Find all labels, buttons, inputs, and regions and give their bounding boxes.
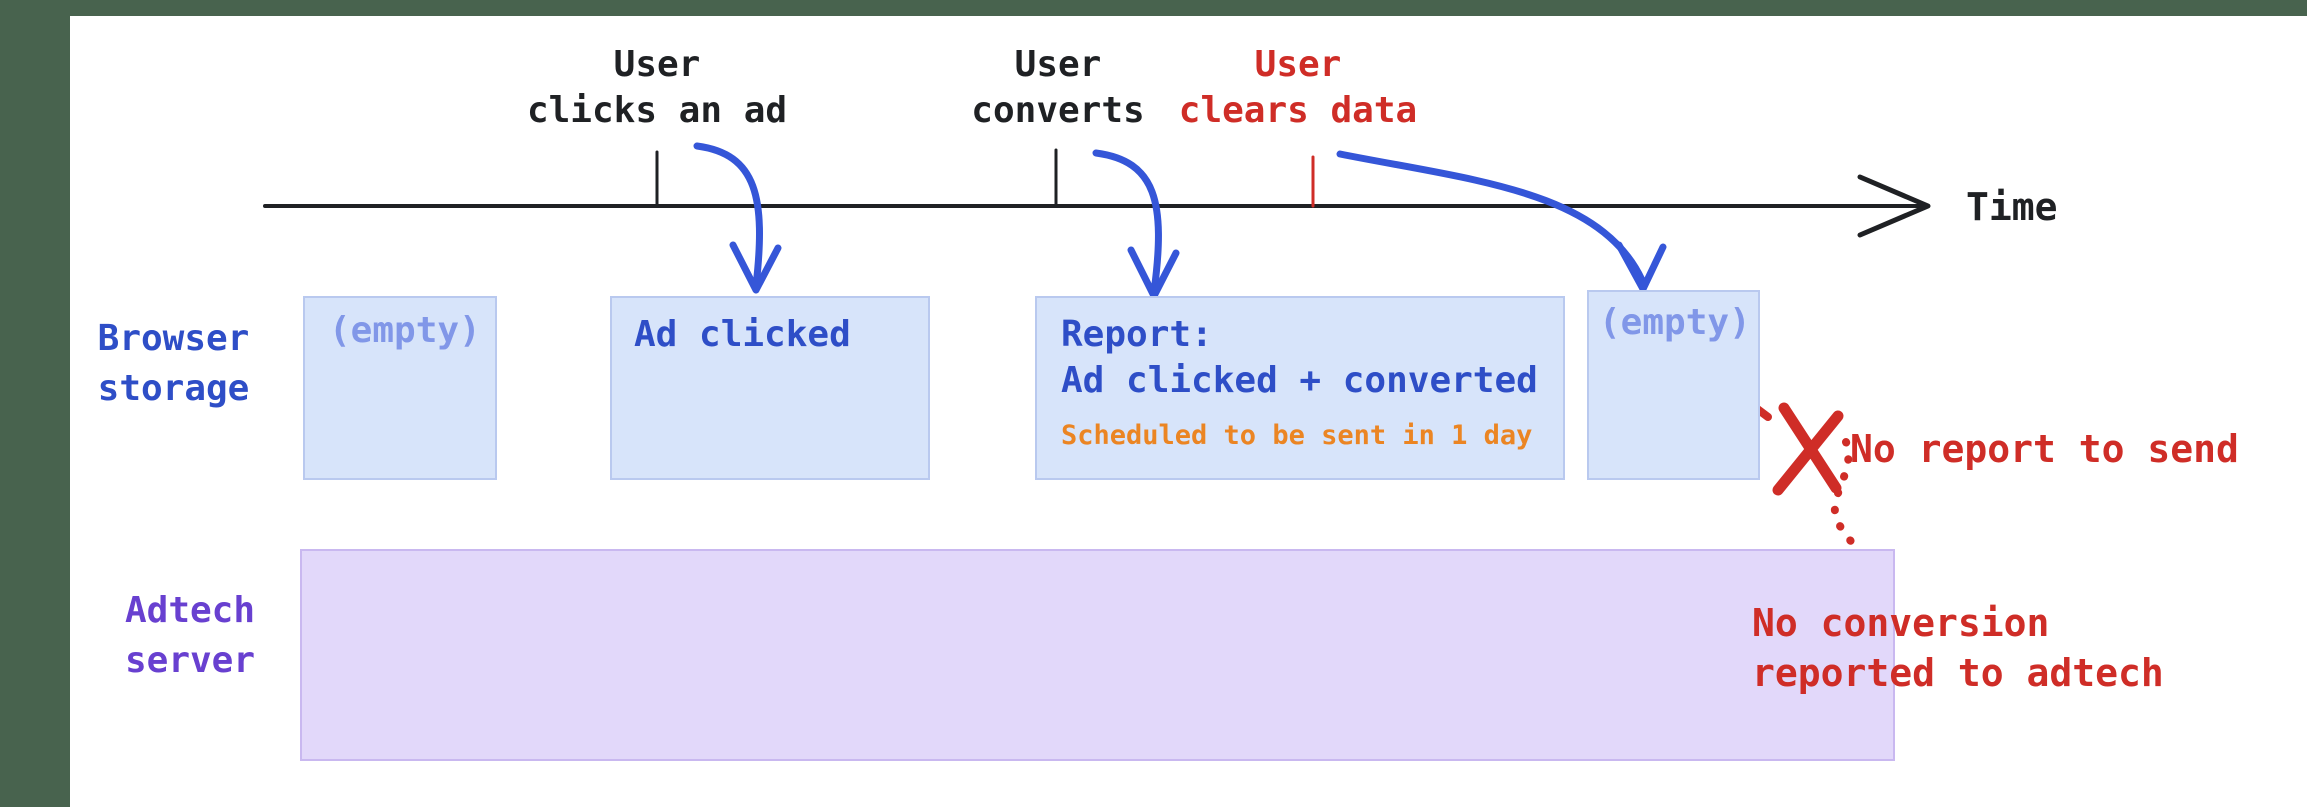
storage-box-ad-clicked: Ad clicked <box>610 296 930 480</box>
adtech-server-label: Adtech server <box>95 586 285 686</box>
arrow-click-to-storage-icon <box>693 142 782 294</box>
event-label-user-clears-data: User clears data <box>1038 42 1558 134</box>
timeline-arrowhead-icon <box>1857 174 1931 238</box>
frame-left-bar <box>0 0 70 807</box>
report-title: Report: <box>1061 314 1213 355</box>
row-label-line: Browser <box>97 318 250 359</box>
no-report-annotation: No report to send <box>1850 427 2239 471</box>
event-line: clicks an ad <box>526 90 788 131</box>
row-label-line: server <box>124 640 256 681</box>
report-text: Report: Ad clicked + converted <box>1061 312 1563 404</box>
frame-top-bar <box>0 0 2307 16</box>
report-schedule-note: Scheduled to be sent in 1 day <box>1061 420 1533 451</box>
storage-box-empty-2: (empty) <box>1587 290 1760 480</box>
report-subtitle: Ad clicked + converted <box>1061 360 1538 401</box>
event-line: clears data <box>1178 90 1418 131</box>
event-label-user-converts: User converts <box>798 42 1318 134</box>
storage-box-text: (empty) <box>1599 302 1751 343</box>
storage-box-empty-1: (empty) <box>303 296 497 480</box>
no-conversion-annotation: No conversion reported to adtech <box>1752 598 2164 698</box>
time-axis-label: Time <box>1966 185 2058 229</box>
arrow-convert-to-report-icon <box>1092 149 1180 300</box>
row-label-line: Adtech <box>124 590 256 631</box>
x-mark-icon <box>1752 402 1844 496</box>
storage-box-text: Ad clicked <box>634 314 851 355</box>
storage-box-text: (empty) <box>329 310 481 351</box>
annotation-line: No conversion <box>1752 601 2050 645</box>
event-label-user-clicks-ad: User clicks an ad <box>397 42 917 134</box>
row-label-line: storage <box>97 368 250 409</box>
event-line: converts <box>971 90 1145 131</box>
browser-storage-label: Browser storage <box>76 314 271 414</box>
event-line: User <box>1014 44 1102 85</box>
event-line: User <box>613 44 701 85</box>
event-line: User <box>1254 44 1342 85</box>
annotation-line: reported to adtech <box>1752 651 2164 695</box>
storage-box-report: Report: Ad clicked + converted Scheduled… <box>1035 296 1565 480</box>
arrow-clear-to-empty-icon <box>1336 150 1667 293</box>
adtech-server-box <box>300 549 1895 761</box>
